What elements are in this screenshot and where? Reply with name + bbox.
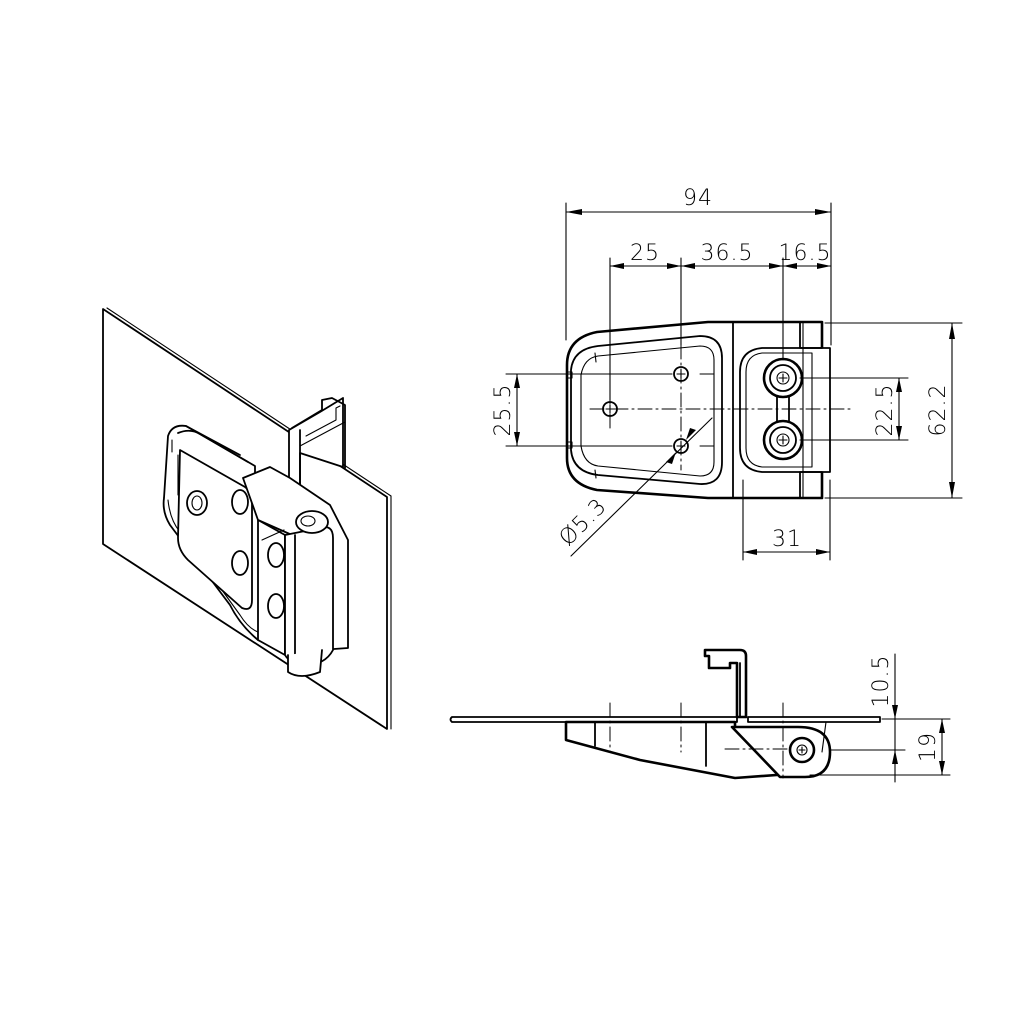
screw-hole-icon [267,542,285,568]
screw-hole-icon [231,489,249,515]
dimension-lines [505,202,963,561]
dimension-lines [809,653,951,783]
dim-hole-spacing-2: 36.5 [701,241,754,266]
dim-hinge-width: 31 [772,527,802,552]
dim-vertical-hole-spacing: 25.5 [491,384,516,437]
dim-hinge-hole-spacing: 22.5 [873,384,898,437]
screw-hole-icon [267,593,285,619]
dim-hinge-offset: 16.5 [779,241,832,266]
dim-pivot-height: 19 [916,732,941,762]
dim-hole-diameter: Ø5.3 [555,494,612,551]
dim-overall-width: 94 [683,186,713,211]
isometric-view [102,307,392,730]
pivot-pin-icon [300,515,316,527]
dim-hole-spacing-1: 25 [630,241,660,266]
screw-hole-icon [186,490,208,516]
dim-flange-height: 10.5 [869,655,894,708]
side-view: 10.5 19 [449,648,951,783]
knuckle-screw-icon [762,419,804,461]
top-view: 94 25 36.5 16.5 25.5 22.5 62.2 31 Ø5.3 [491,186,963,561]
hinge-block [739,347,831,473]
knuckle-screw-icon [762,357,804,399]
hinge-knuckle [242,466,349,677]
dim-overall-height: 62.2 [926,384,951,437]
screw-hole-icon [231,550,249,576]
frame-profile [703,648,748,719]
